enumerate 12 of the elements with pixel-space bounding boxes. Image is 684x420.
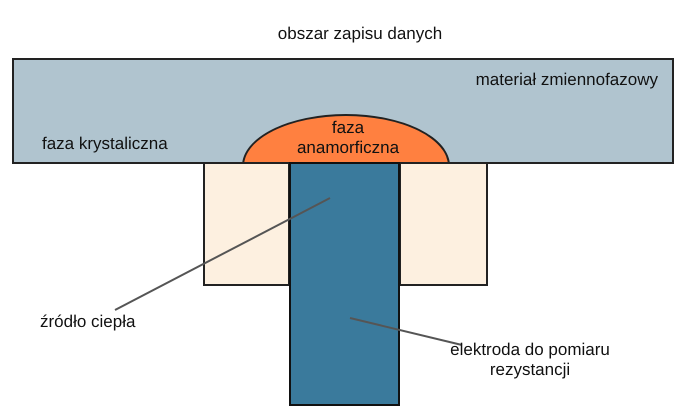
region-label: faza krystaliczna bbox=[42, 134, 168, 154]
electrode-bar bbox=[289, 162, 400, 406]
panel bbox=[399, 162, 488, 286]
callout-text: elektroda do pomiaru rezystancji bbox=[449, 340, 611, 380]
leader-line bbox=[350, 317, 462, 346]
layer-label: materiał zmiennofazowy bbox=[476, 70, 658, 90]
region-label: faza anamorficzna bbox=[296, 118, 400, 158]
heading-label: obszar zapisu danych bbox=[276, 24, 444, 44]
panel bbox=[203, 162, 290, 286]
leader-line bbox=[114, 197, 330, 311]
callout-text: źródło ciepła bbox=[40, 312, 136, 332]
material-layer bbox=[12, 58, 674, 164]
